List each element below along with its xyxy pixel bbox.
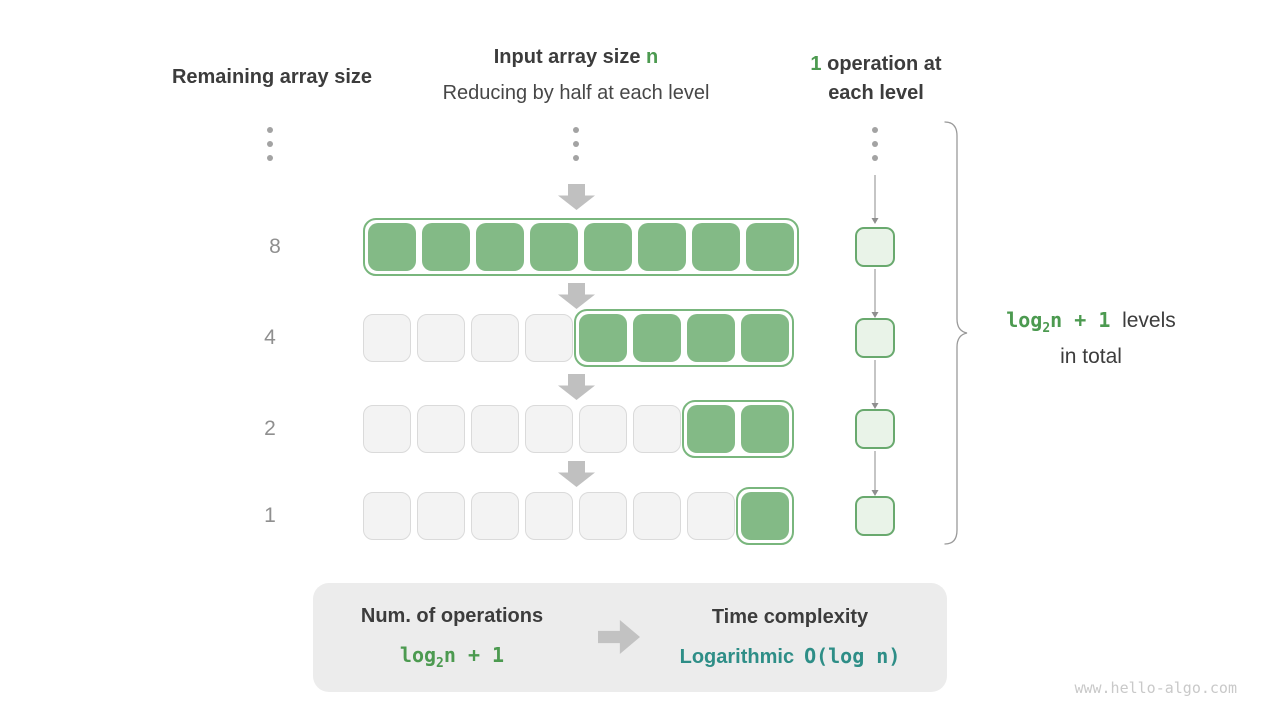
- ops-arrows-connector: [871, 175, 879, 496]
- header-input-array-size: Input array size n Reducing by half at e…: [396, 46, 756, 105]
- right-arrow-icon: [598, 620, 640, 654]
- complexity-big-o: O(log n): [804, 644, 901, 668]
- array-cell-active: [687, 314, 735, 362]
- dot: [872, 127, 878, 133]
- row-label: 2: [264, 417, 276, 440]
- row-label: 8: [269, 235, 281, 258]
- header-one-number: 1: [810, 53, 822, 75]
- header-input-line: Input array size n: [396, 46, 756, 69]
- down-arrow-icon: [558, 461, 595, 487]
- dot: [573, 141, 579, 147]
- array-cells: [363, 400, 794, 458]
- array-row: 4: [264, 309, 794, 367]
- ellipsis-left-column: [267, 127, 273, 161]
- array-cell-active: [638, 223, 686, 271]
- header-one-operation: 1 operation at each level: [795, 50, 957, 108]
- array-cell-empty: [525, 492, 573, 540]
- header-operation-text: operation at each level: [821, 53, 942, 104]
- array-cell-active: [476, 223, 524, 271]
- summary-operations-formula: log2n + 1: [399, 642, 505, 671]
- header-n-variable: n: [646, 46, 659, 68]
- array-cell-empty: [363, 314, 411, 362]
- watermark: www.hello-algo.com: [1074, 679, 1237, 697]
- summary-box: Num. of operations log2n + 1 Time comple…: [313, 583, 947, 692]
- array-cell-empty: [417, 314, 465, 362]
- array-cell-empty: [687, 492, 735, 540]
- array-cell-empty: [471, 405, 519, 453]
- summary-complexity: Time complexity Logarithmic O(log n): [650, 583, 930, 692]
- levels-word: levels: [1122, 309, 1176, 332]
- operation-cell: [855, 496, 895, 536]
- summary-operations: Num. of operations log2n + 1: [322, 583, 582, 692]
- array-cell-active: [746, 223, 794, 271]
- dot: [872, 155, 878, 161]
- dot: [573, 155, 579, 161]
- header-reducing-subtitle: Reducing by half at each level: [442, 82, 710, 104]
- array-cells: [363, 218, 799, 276]
- array-cell-active: [579, 314, 627, 362]
- active-subarray-outline: [363, 218, 799, 276]
- dot: [872, 141, 878, 147]
- row-label: 1: [264, 504, 276, 527]
- header-remaining-array-size: Remaining array size: [171, 66, 373, 88]
- array-cells: [363, 309, 794, 367]
- array-cell-active: [422, 223, 470, 271]
- array-cell-empty: [525, 314, 573, 362]
- operation-cell: [855, 318, 895, 358]
- down-arrow-icon: [558, 283, 595, 309]
- dot: [267, 127, 273, 133]
- summary-complexity-title: Time complexity: [711, 606, 869, 628]
- array-cell-active: [633, 314, 681, 362]
- array-cell-empty: [471, 314, 519, 362]
- summary-complexity-value: Logarithmic O(log n): [650, 644, 930, 669]
- header-input-text: Input array size: [493, 46, 641, 68]
- dot: [573, 127, 579, 133]
- array-cell-active: [741, 405, 789, 453]
- levels-note: log2n + 1 levels in total: [985, 306, 1197, 371]
- array-cell-active: [368, 223, 416, 271]
- summary-operations-title: Num. of operations: [360, 604, 544, 627]
- active-subarray-outline: [682, 400, 794, 458]
- ellipsis-ops-column: [872, 127, 878, 161]
- operation-cell: [855, 409, 895, 449]
- array-cell-empty: [633, 405, 681, 453]
- array-cell-active: [741, 492, 789, 540]
- array-cell-active: [584, 223, 632, 271]
- array-cell-active: [530, 223, 578, 271]
- active-subarray-outline: [736, 487, 794, 545]
- array-cell-empty: [471, 492, 519, 540]
- operation-cell: [855, 227, 895, 267]
- levels-formula: log2n + 1: [1006, 308, 1111, 336]
- complexity-word: Logarithmic: [679, 646, 795, 668]
- array-cell-empty: [525, 405, 573, 453]
- row-label: 4: [264, 326, 276, 349]
- array-cell-empty: [417, 492, 465, 540]
- array-cell-empty: [363, 405, 411, 453]
- active-subarray-outline: [574, 309, 794, 367]
- array-cell-empty: [417, 405, 465, 453]
- array-cell-empty: [633, 492, 681, 540]
- array-cell-empty: [363, 492, 411, 540]
- array-row: 1: [264, 487, 794, 545]
- dot: [267, 141, 273, 147]
- array-row: 8: [269, 218, 799, 276]
- down-arrow-icon: [558, 184, 595, 210]
- dot: [267, 155, 273, 161]
- array-cell-active: [687, 405, 735, 453]
- array-cells: [363, 487, 794, 545]
- array-cell-empty: [579, 492, 627, 540]
- down-arrow-icon: [558, 374, 595, 400]
- levels-note-line1: log2n + 1 levels: [985, 306, 1197, 343]
- array-cell-empty: [579, 405, 627, 453]
- array-cell-active: [741, 314, 789, 362]
- array-cell-active: [692, 223, 740, 271]
- brace-icon: [944, 121, 968, 545]
- array-row: 2: [264, 400, 794, 458]
- ellipsis-middle-column: [573, 127, 579, 161]
- levels-note-line2: in total: [1060, 345, 1122, 368]
